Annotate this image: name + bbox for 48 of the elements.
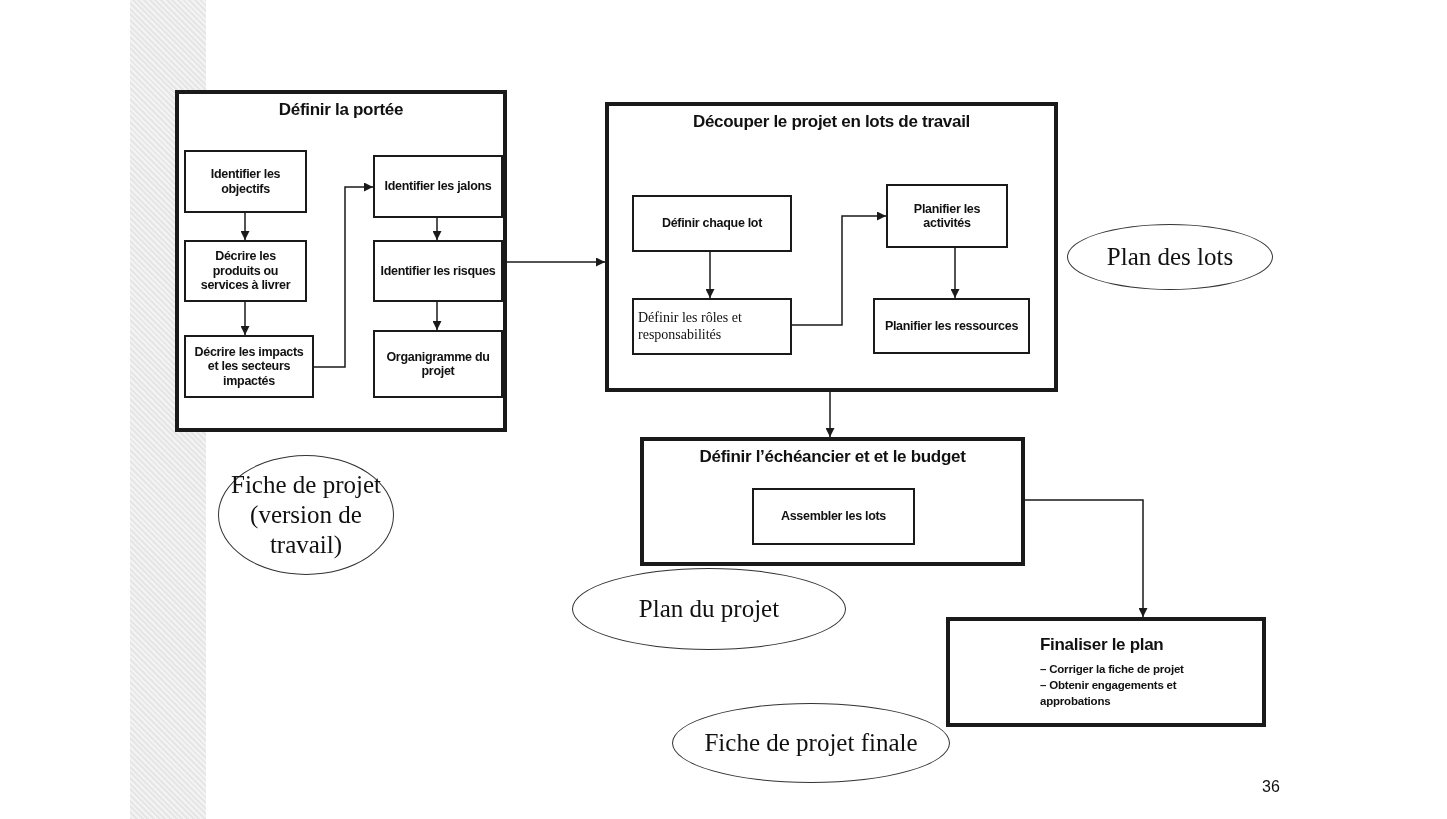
arrow [506, 257, 606, 267]
arrow [791, 211, 887, 326]
group-title: Découper le projet en lots de travail [692, 112, 970, 132]
box-label: Identifier les risques [380, 263, 496, 279]
arrow [432, 301, 442, 331]
process-box [752, 488, 915, 545]
process-box [873, 298, 1030, 354]
process-box [184, 240, 307, 302]
box-label: Identifier les objectifs [209, 167, 282, 196]
arrow [950, 247, 960, 299]
arrow [313, 182, 374, 368]
box-label: Décrire les impacts et les secteurs impactés [193, 344, 305, 389]
bullet-item: – Obtenir engagements et approbations [1040, 677, 1178, 710]
process-group-box [640, 437, 1025, 566]
process-box [632, 195, 792, 252]
ellipse-label: Fiche de projet (version de travail) [230, 470, 382, 560]
arrow [825, 391, 835, 438]
group-title: Définir la portée [278, 100, 404, 120]
ellipse-label: Plan du projet [638, 594, 780, 624]
arrow [432, 217, 442, 241]
box-label: Organigramme du projet [385, 349, 491, 379]
process-box [632, 298, 792, 355]
process-box [184, 150, 307, 213]
process-box [886, 184, 1008, 248]
arrow [240, 212, 250, 241]
ellipse-label: Plan des lots [1106, 242, 1234, 272]
page-number: 36 [1262, 778, 1280, 796]
process-box [373, 240, 503, 302]
box-label: Planifier les activités [912, 201, 982, 231]
ellipse-label: Fiche de projet finale [704, 728, 918, 758]
box-label: Définir chaque lot [661, 216, 763, 231]
process-box [184, 335, 314, 398]
arrow [705, 251, 715, 299]
box-label: Planifier les ressources [884, 318, 1019, 334]
process-box [373, 330, 503, 398]
box-label: Assembler les lots [780, 509, 887, 524]
process-box [373, 155, 503, 218]
arrow [240, 301, 250, 336]
group-title: Définir l’échéancier et et le budget [699, 447, 966, 467]
arrow [1024, 499, 1148, 618]
box-title: Finaliser le plan [1040, 634, 1164, 655]
box-label: Identifier les jalons [384, 179, 492, 194]
box-label: Décrire les produits ou services à livrer [199, 249, 292, 293]
box-label: Définir les rôles et responsabilités [638, 310, 743, 343]
process-group-box [175, 90, 507, 432]
process-group-box [605, 102, 1058, 392]
process-box [946, 617, 1266, 727]
bullet-item: – Corriger la fiche de projet [1040, 661, 1184, 677]
